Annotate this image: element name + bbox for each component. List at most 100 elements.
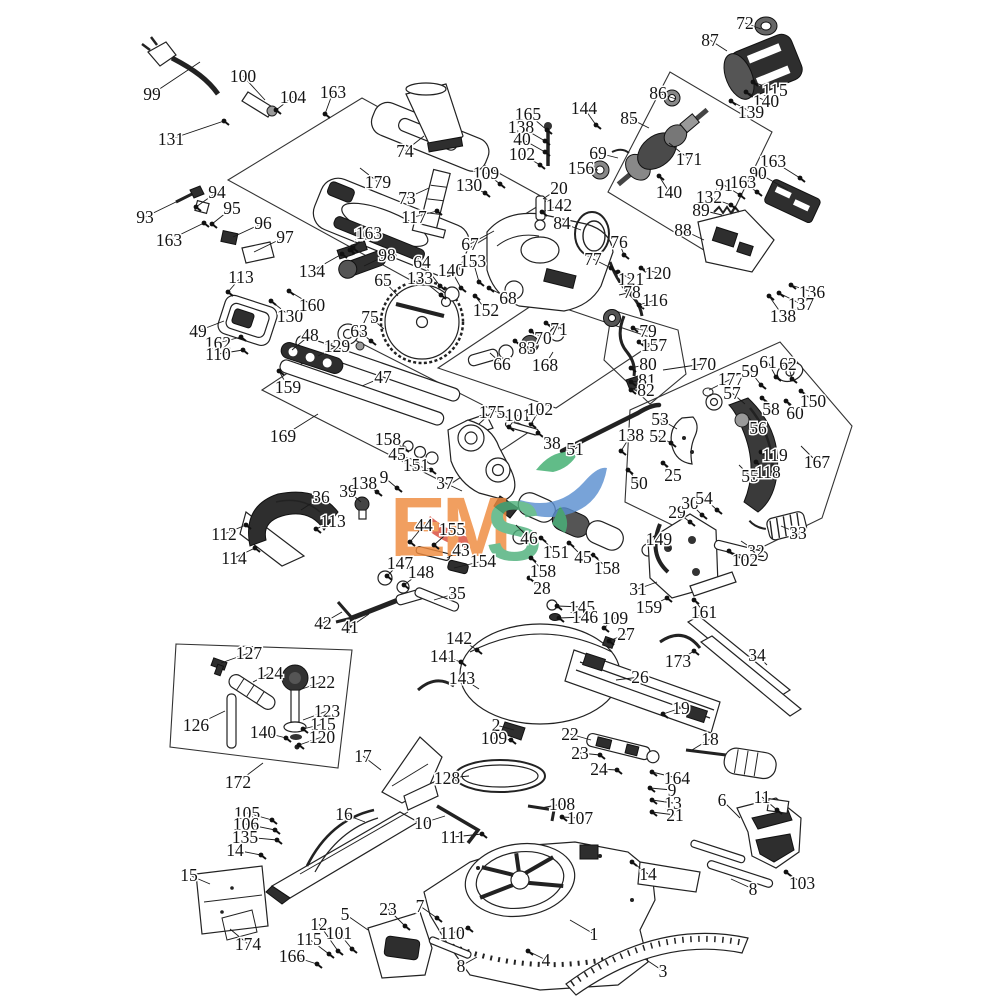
fastener-icon (628, 387, 634, 393)
part-label-155-125: 155 (439, 519, 466, 539)
leader-line-104 (275, 96, 294, 111)
retaining-ring (754, 16, 778, 36)
part-label-53-97: 53 (651, 409, 669, 429)
part-label-106-189: 106 (233, 814, 260, 834)
armature (616, 107, 709, 187)
leader-line-90 (757, 172, 789, 191)
leader-line-147 (386, 562, 401, 577)
part-label-72-47: 72 (736, 13, 754, 33)
leader-line-49 (197, 320, 225, 332)
leader-line-165 (527, 113, 548, 131)
part-label-157-83: 157 (641, 335, 668, 355)
part-label-124-163: 124 (257, 663, 284, 683)
fastener-icon (268, 298, 274, 304)
part-label-8-202: 8 (457, 956, 466, 976)
part-label-113-119: 113 (320, 511, 346, 531)
part-label-13-182: 13 (664, 793, 682, 813)
fastener-icon (636, 339, 642, 345)
fastener-icon (543, 320, 549, 326)
part-label-141-143: 141 (430, 646, 456, 666)
part-label-163-15: 163 (354, 224, 381, 244)
part-label-158-112: 158 (375, 429, 402, 449)
part-label-29-150: 29 (668, 502, 686, 522)
fastener-icon (276, 368, 282, 374)
part-label-104-3: 104 (280, 87, 307, 107)
leader-line-16 (343, 813, 366, 823)
fastener-icon (649, 809, 655, 815)
fastener-icon (691, 648, 697, 654)
watermark-bird-tail (552, 506, 568, 533)
part-label-102-155: 102 (732, 550, 758, 570)
part-label-139-53: 139 (738, 102, 765, 122)
handle-cover-housing (697, 209, 775, 273)
leader-line-116 (638, 299, 656, 306)
part-label-45-113: 45 (388, 444, 406, 464)
part-label-134-14: 134 (299, 261, 326, 281)
part-label-163-56: 163 (760, 151, 787, 171)
leader-line-130 (468, 184, 486, 194)
part-label-77-42: 77 (584, 249, 602, 269)
fastener-icon (339, 251, 345, 257)
leader-line-127 (220, 652, 250, 664)
fastener-icon (350, 245, 356, 251)
leader-line-164 (651, 771, 678, 779)
fastener-icon (458, 659, 464, 665)
fastener-icon (737, 192, 743, 198)
fastener-icon (374, 489, 380, 495)
laser-rod (428, 936, 472, 959)
part-label-109-33: 109 (473, 163, 500, 183)
part-label-101-195: 101 (326, 923, 352, 943)
parts-artwork (141, 16, 853, 996)
fastener-icon (758, 382, 764, 388)
leader-line-8 (730, 878, 754, 890)
part-label-173-160: 173 (665, 651, 692, 671)
leader-line-20 (542, 187, 560, 200)
leader-line-97 (253, 236, 286, 253)
part-label-1-204: 1 (590, 924, 599, 944)
fastener-icon (313, 526, 319, 532)
fastener-icon (411, 457, 417, 463)
fastener-icon (428, 467, 434, 473)
leader-line-43 (446, 549, 462, 559)
leader-line-131 (170, 120, 225, 140)
leader-line-40 (521, 138, 546, 153)
part-label-31-157: 31 (629, 579, 647, 599)
fastener-icon (394, 485, 400, 491)
part-label-161-159: 161 (691, 602, 717, 622)
part-label-151-114: 151 (403, 455, 429, 475)
leader-line-80 (630, 363, 649, 369)
fastener-icon (774, 807, 780, 813)
leader-line-143 (461, 677, 480, 690)
part-label-73-35: 73 (398, 188, 416, 208)
fastener-icon (486, 285, 492, 291)
part-label-174-193: 174 (235, 934, 262, 954)
link-rod (618, 315, 636, 377)
fastener-icon (482, 190, 488, 196)
miter-scale (565, 932, 749, 996)
fastener-icon (508, 737, 514, 743)
fastener-icon (647, 785, 653, 791)
fastener-icon (431, 542, 437, 548)
part-label-179-5: 179 (365, 172, 392, 192)
part-label-66-77: 66 (493, 354, 511, 374)
leader-line-41 (349, 613, 370, 628)
leader-line-142 (541, 204, 560, 213)
part-label-113-13: 113 (228, 267, 254, 287)
fastener-icon (525, 948, 531, 954)
fastener-icon (240, 347, 246, 353)
part-label-2-145: 2 (492, 715, 501, 735)
fastener-icon (539, 209, 545, 215)
leader-line-123 (302, 710, 328, 721)
fastener-icon (314, 961, 320, 967)
part-label-42-129: 42 (314, 613, 332, 633)
fastener-icon (506, 424, 512, 430)
leader-line-133 (419, 277, 442, 296)
part-label-147-122: 147 (387, 553, 414, 573)
hex-wrench (436, 804, 481, 845)
part-label-44-124: 44 (415, 515, 433, 535)
kerf-plate (381, 736, 443, 811)
part-label-120-168: 120 (309, 727, 336, 747)
fastener-icon (788, 282, 794, 288)
part-label-115-196: 115 (296, 929, 322, 949)
part-label-152-74: 152 (473, 300, 499, 320)
